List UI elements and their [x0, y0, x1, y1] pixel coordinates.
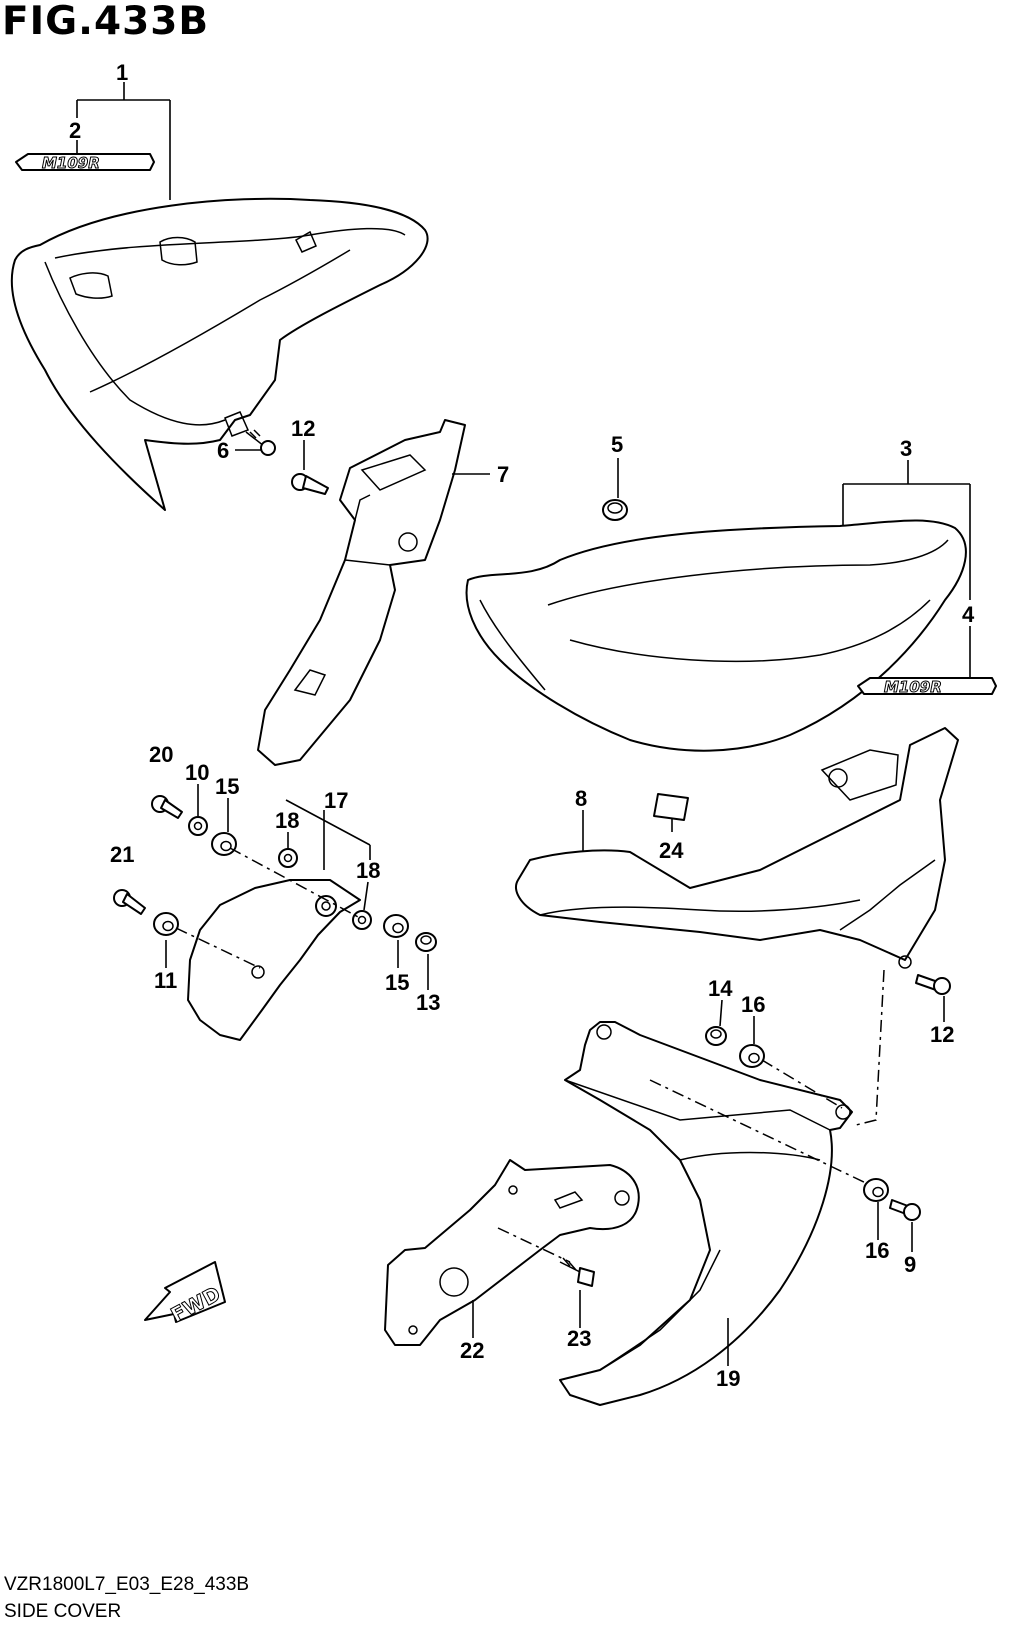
- collar-13[interactable]: [415, 932, 437, 952]
- callout-6: 6: [217, 438, 229, 463]
- lower-guard-19[interactable]: [559, 1021, 853, 1406]
- callout-22: 22: [460, 1338, 484, 1363]
- callout-24: 24: [659, 838, 684, 863]
- figure-code: VZR1800L7_E03_E28_433B: [4, 1574, 250, 1595]
- left-side-cover[interactable]: [10, 197, 429, 511]
- left-bracket[interactable]: [257, 419, 466, 766]
- collar-14[interactable]: [705, 1026, 727, 1046]
- leader-lines: [76, 82, 971, 1366]
- callout-15-upper: 15: [215, 774, 239, 799]
- callout-18-upper: 18: [275, 808, 299, 833]
- grommet-16-lower[interactable]: [863, 1178, 889, 1202]
- callout-19: 19: [716, 1366, 740, 1391]
- callout-2: 2: [69, 118, 81, 143]
- callout-16-lower: 16: [865, 1238, 889, 1263]
- bolt-9[interactable]: [889, 1199, 921, 1221]
- bolt-12-right[interactable]: [915, 974, 951, 995]
- washer-18-upper[interactable]: [278, 848, 298, 868]
- callout-12-right: 12: [930, 1022, 954, 1047]
- washer-18-lower[interactable]: [352, 910, 372, 930]
- bolt-23[interactable]: [559, 1257, 595, 1287]
- callout-5: 5: [611, 432, 623, 457]
- callout-16-upper: 16: [741, 992, 765, 1017]
- figure-title: FIG.433B: [2, 0, 210, 44]
- grommet-16-upper[interactable]: [739, 1044, 765, 1068]
- callout-12-upper: 12: [291, 416, 315, 441]
- callout-4: 4: [962, 602, 975, 627]
- stay-plate-22[interactable]: [384, 1159, 640, 1346]
- washer-10[interactable]: [188, 816, 208, 836]
- figure-caption: SIDE COVER: [4, 1601, 122, 1622]
- callout-23: 23: [567, 1326, 591, 1351]
- screw-6[interactable]: [245, 429, 276, 456]
- emblem-text-right: M109R: [884, 678, 942, 696]
- callout-10: 10: [185, 760, 209, 785]
- callout-3: 3: [900, 436, 912, 461]
- callout-9: 9: [904, 1252, 916, 1277]
- callout-14: 14: [708, 976, 733, 1001]
- callout-11: 11: [154, 968, 177, 993]
- m109r-emblem-upper[interactable]: M109R: [15, 153, 155, 173]
- grommet-5[interactable]: [602, 499, 628, 521]
- bolt-20[interactable]: [151, 795, 183, 819]
- fwd-direction-marker: FWD: [144, 1261, 226, 1328]
- callout-17: 17: [324, 788, 348, 813]
- bolt-21[interactable]: [113, 889, 146, 915]
- m109r-emblem-right[interactable]: M109R: [857, 677, 997, 697]
- callout-15-lower: 15: [385, 970, 409, 995]
- callout-20: 20: [149, 742, 173, 767]
- callout-8: 8: [575, 786, 587, 811]
- dash-dot-reference-lines: [175, 847, 885, 1263]
- grommet-11[interactable]: [153, 912, 179, 936]
- callout-13: 13: [416, 990, 440, 1015]
- callout-18-lower: 18: [356, 858, 380, 883]
- callout-21: 21: [110, 842, 134, 867]
- grommet-15-upper[interactable]: [211, 832, 237, 856]
- pad-24[interactable]: [653, 793, 689, 821]
- emblem-text-upper: M109R: [42, 154, 100, 172]
- callout-labels: 1 2 6 12 7 5 3 4 8 24 20 10 15 17 18 18 …: [69, 60, 975, 1391]
- lower-left-guard[interactable]: [187, 879, 361, 1041]
- bolt-12-upper[interactable]: [291, 473, 329, 495]
- right-side-cover[interactable]: [465, 519, 967, 752]
- callout-1: 1: [116, 60, 128, 85]
- callout-7: 7: [497, 462, 509, 487]
- grommet-15-lower[interactable]: [383, 914, 409, 938]
